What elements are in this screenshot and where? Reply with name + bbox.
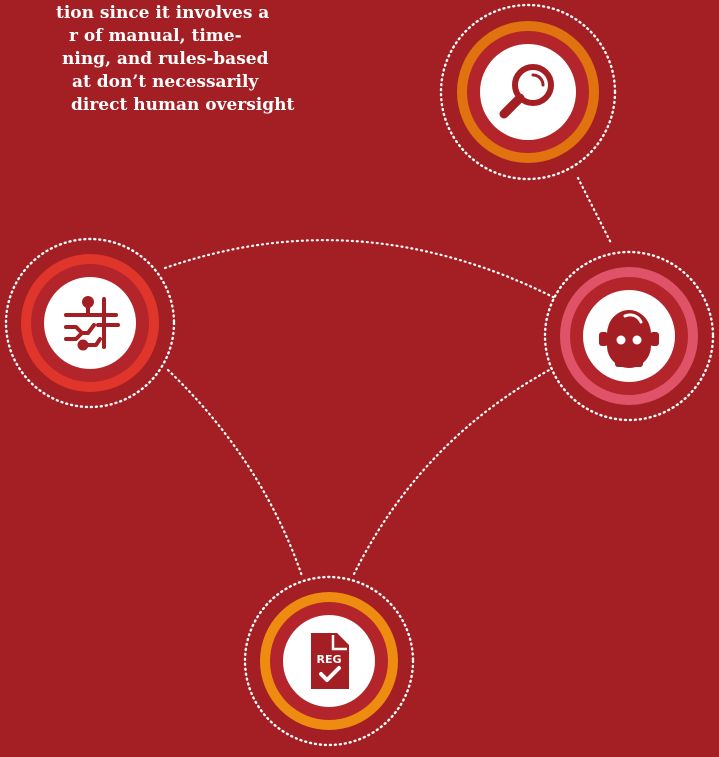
circuit-icon <box>64 296 120 351</box>
connector-search-robot <box>576 176 613 245</box>
intro-line: direct human oversight <box>71 95 295 115</box>
intro-line: r of manual, time- <box>69 26 242 46</box>
connector-circuit-robot <box>163 239 557 300</box>
robot-icon <box>599 310 659 368</box>
magnifying-glass-icon <box>499 64 554 119</box>
connector-circuit-reg <box>166 368 304 578</box>
intro-line: ning, and rules-based <box>62 49 269 69</box>
regulation-node: REG <box>242 574 416 748</box>
intro-line: at don’t necessarily <box>72 72 259 92</box>
circuit-node <box>3 236 177 410</box>
connector-robot-reg <box>351 366 555 578</box>
reg-badge-label: REG <box>316 653 341 666</box>
intro-text: tion since it involves a r of manual, ti… <box>0 0 330 160</box>
search-node <box>438 2 618 182</box>
intro-line: tion since it involves a <box>56 3 270 23</box>
robot-node <box>542 249 716 423</box>
reg-document-icon: REG <box>311 633 349 689</box>
